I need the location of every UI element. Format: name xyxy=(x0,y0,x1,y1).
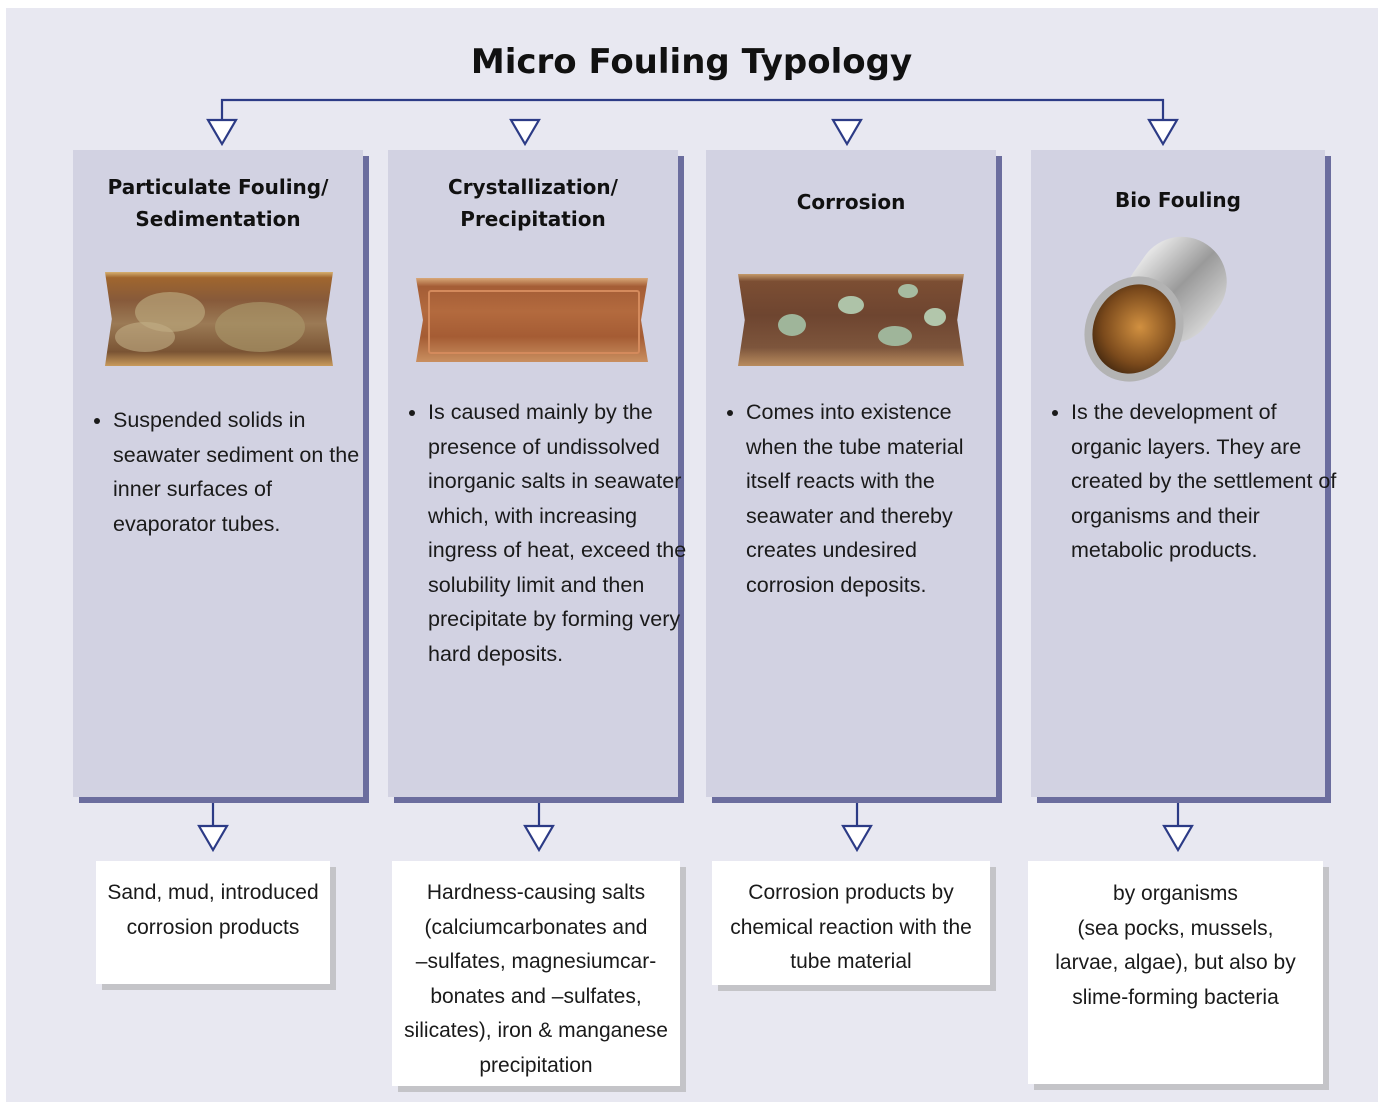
arrow-down-icon xyxy=(1162,824,1194,853)
panel-description-list: Suspended solids in seawater sediment on… xyxy=(85,403,363,541)
scaled-tube-photo xyxy=(416,278,648,362)
result-box-particulate: Sand, mud, introduced corrosion products xyxy=(96,861,330,984)
result-box-crystallization: Hardness-causing salts (calciumcarbonate… xyxy=(392,861,680,1086)
arrow-down-icon xyxy=(831,118,863,147)
sediment-tube-photo xyxy=(105,272,333,366)
panel-description-list: Is caused mainly by the presence of undi… xyxy=(400,395,690,671)
panel-description-list: Is the development of organic layers. Th… xyxy=(1043,395,1339,568)
corroded-tube-photo xyxy=(738,274,964,366)
panel-heading: Crystallization/ Precipitation xyxy=(448,175,618,231)
panel-heading: Corrosion xyxy=(796,190,906,214)
diagram-title: Micro Fouling Typology xyxy=(470,42,913,82)
arrow-down-icon xyxy=(841,824,873,853)
panel-description-list: Comes into existence when the tube mater… xyxy=(718,395,1008,602)
panel-particulate-fouling: Particulate Fouling/ Sedimentation Suspe… xyxy=(73,150,363,797)
panel-corrosion: Corrosion Comes into existence when the … xyxy=(706,150,996,797)
panel-description: Is caused mainly by the presence of undi… xyxy=(428,395,690,671)
arrow-down-icon xyxy=(1147,118,1179,147)
panel-heading: Bio Fouling xyxy=(1115,188,1241,212)
panel-description: Is the development of organic layers. Th… xyxy=(1071,395,1339,568)
panel-description: Comes into existence when the tube mater… xyxy=(746,395,1008,602)
arrow-down-icon xyxy=(523,824,555,853)
panel-description: Suspended solids in seawater sediment on… xyxy=(113,403,363,541)
arrow-down-icon xyxy=(197,824,229,853)
arrow-down-icon xyxy=(206,118,238,147)
result-box-bio-fouling: by organisms (sea pocks, mussels, larvae… xyxy=(1028,861,1323,1084)
panel-heading: Particulate Fouling/ Sedimentation xyxy=(107,175,329,231)
biofouled-tube-photo xyxy=(1065,219,1245,400)
connector-bar xyxy=(220,98,1165,120)
arrow-down-icon xyxy=(509,118,541,147)
panel-crystallization: Crystallization/ Precipitation Is caused… xyxy=(388,150,686,797)
result-box-corrosion: Corrosion products by chemical reaction … xyxy=(712,861,990,985)
panel-bio-fouling: Bio Fouling Is the development of organi… xyxy=(1031,150,1336,797)
